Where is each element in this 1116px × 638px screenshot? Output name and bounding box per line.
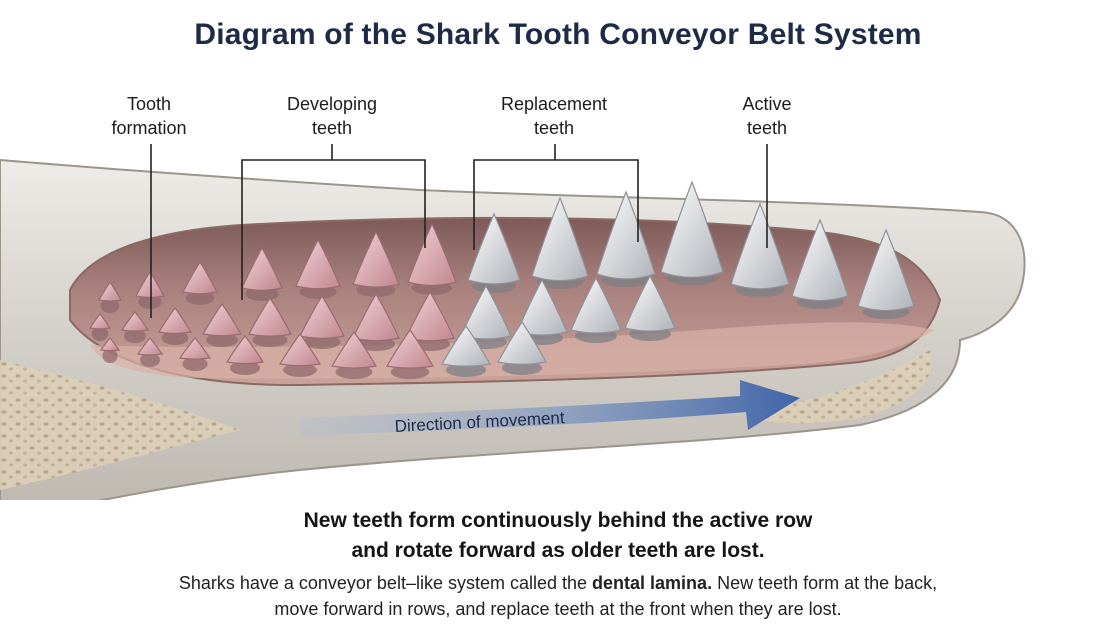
tooth-root: [390, 365, 430, 379]
tooth-row2-10: [570, 276, 622, 334]
tooth-row2-3: [202, 302, 242, 337]
tooth-row3-5: [331, 330, 377, 369]
label-developing-teeth: Developing teeth: [286, 94, 378, 138]
tooth-row2-9: [516, 278, 568, 336]
diagram-title: Diagram of the Shark Tooth Conveyor Belt…: [194, 18, 922, 51]
tooth-row1-0: [98, 280, 122, 302]
tooth-row1-12: [791, 218, 849, 302]
spongy-bone-right: [760, 350, 932, 424]
tooth-root: [445, 363, 487, 377]
tooth-row3-4: [279, 332, 321, 367]
label-replacement-teeth: Replacement teeth: [500, 94, 608, 138]
tooth-root: [139, 353, 161, 367]
tooth-root: [161, 331, 189, 345]
teeth-rows: [88, 180, 915, 379]
tooth-row1-8: [531, 196, 589, 282]
tooth-row2-6: [352, 292, 400, 342]
tooth-root: [102, 349, 118, 363]
description: Sharks have a conveyor belt–like system …: [0, 570, 1116, 622]
tooth-row3-6: [386, 328, 434, 369]
label-active-teeth: Active teeth: [742, 94, 792, 138]
bracket-replacement: [473, 159, 639, 250]
tooth-root: [335, 365, 373, 379]
tooth-row1-7: [467, 212, 521, 285]
tooth-row1-6: [407, 222, 457, 287]
tooth-row1-4: [295, 238, 341, 290]
tooth-root: [182, 357, 208, 371]
direction-arrow: [300, 380, 800, 436]
spongy-bone-left: [0, 360, 240, 490]
tooth-row3-0: [99, 337, 121, 352]
tooth-row2-8: [460, 284, 512, 340]
tooth-root: [100, 299, 120, 313]
tooth-row2-2: [158, 306, 192, 335]
tooth-root: [206, 333, 238, 347]
jaw-diagram: Direction of movement: [0, 144, 1026, 500]
tooth-row2-11: [624, 274, 676, 332]
tooth-row1-1: [135, 270, 165, 299]
tooth-root: [124, 329, 146, 343]
tooth-root: [138, 295, 162, 309]
tooth-row1-11: [730, 202, 790, 290]
tooth-row3-8: [497, 320, 547, 365]
tooth-root: [229, 361, 261, 375]
caption: New teeth form continuously behind the a…: [303, 509, 813, 562]
tooth-row2-5: [299, 294, 345, 339]
tooth-row3-1: [136, 337, 164, 356]
tooth-row3-3: [226, 335, 264, 365]
tooth-row1-13: [857, 228, 915, 312]
label-tooth-formation: Tooth formation: [111, 94, 187, 138]
tooth-root: [252, 333, 288, 347]
tooth-row1-2: [182, 260, 218, 295]
description-line-1: Sharks have a conveyor belt–like system …: [178, 573, 938, 593]
tooth-row2-7: [405, 290, 455, 342]
tooth-row2-0: [88, 313, 112, 330]
tooth-row2-1: [120, 311, 150, 332]
tooth-root: [91, 327, 109, 341]
tooth-root: [283, 363, 317, 377]
tooth-row1-5: [352, 230, 400, 288]
tooth-row3-2: [178, 337, 212, 360]
description-line-2: move forward in rows, and replace teeth …: [274, 599, 842, 619]
bracket-developing: [241, 159, 426, 300]
tooth-root: [185, 291, 215, 305]
tooth-row2-4: [248, 296, 292, 337]
tooth-row1-10: [660, 180, 724, 278]
leader-lines: [150, 144, 768, 318]
tooth-row3-7: [441, 324, 491, 367]
tooth-row1-3: [241, 246, 283, 291]
